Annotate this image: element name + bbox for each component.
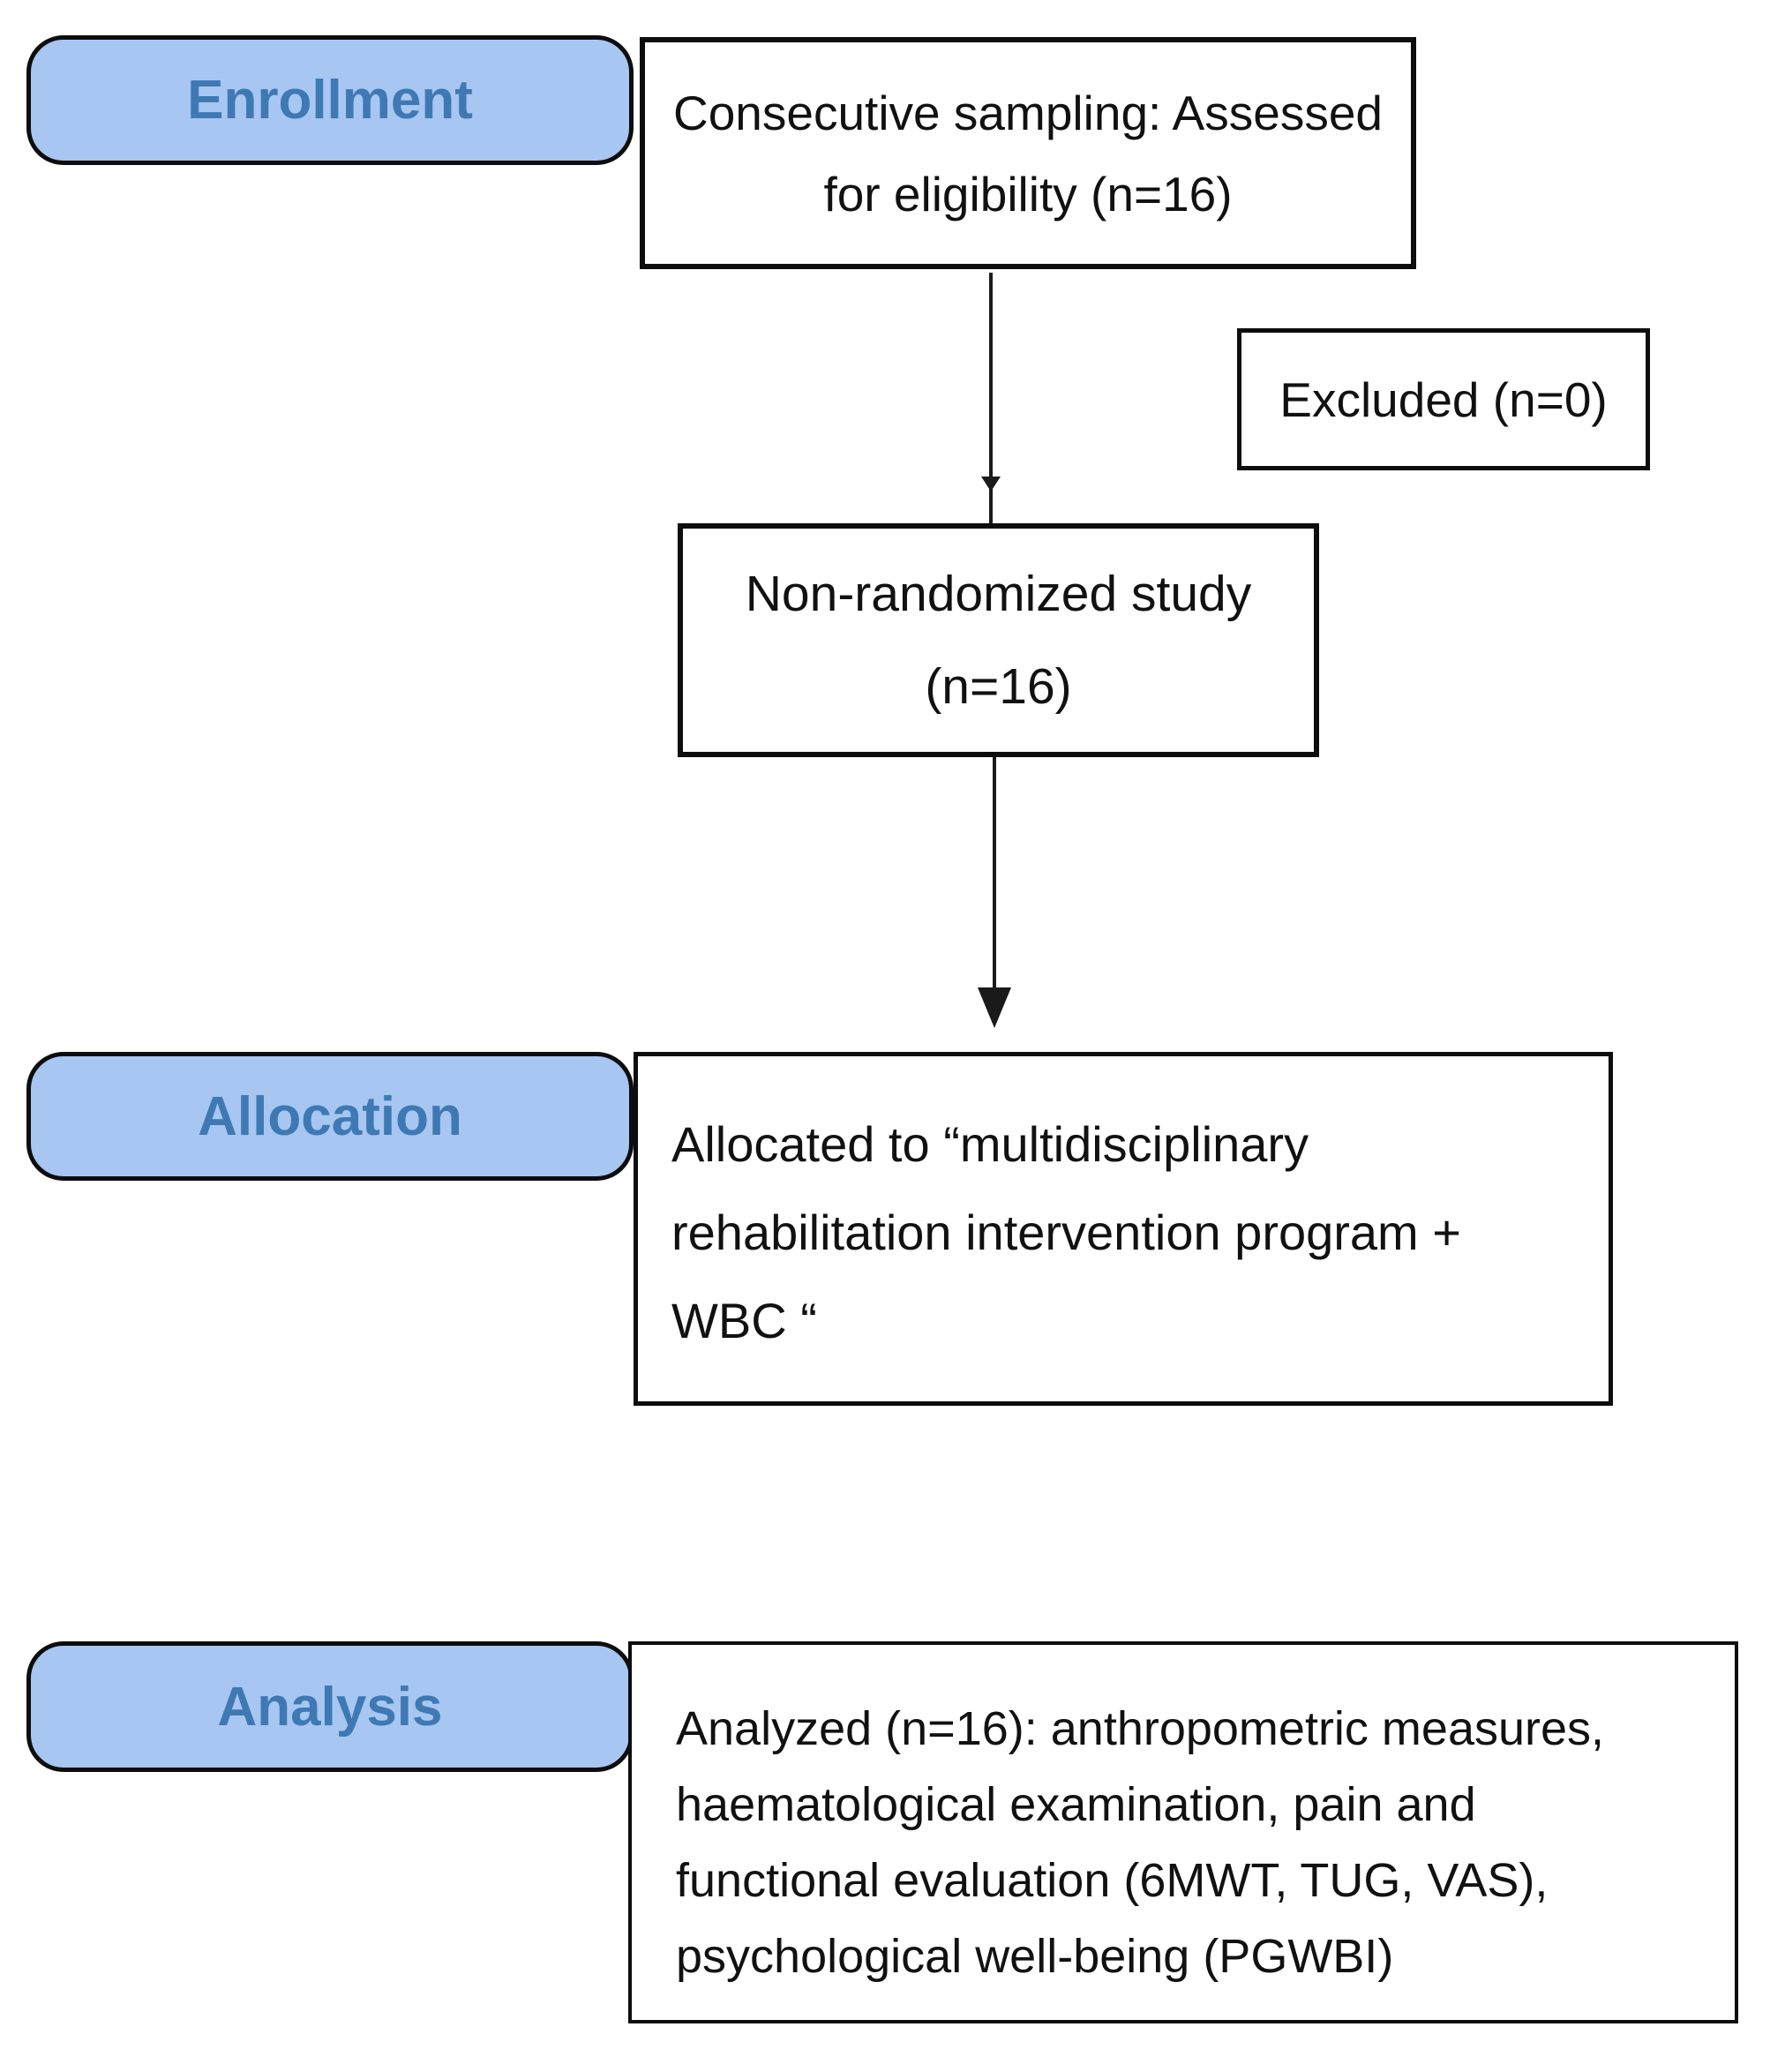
box-analyzed-outcomes: Analyzed (n=16): anthropometric measures… xyxy=(628,1641,1738,2023)
stage-label-enrollment: Enrollment xyxy=(187,70,473,131)
box-excluded: Excluded (n=0) xyxy=(1237,328,1650,470)
allocated-line-2: rehabilitation intervention program + xyxy=(671,1205,1461,1260)
stage-label-analysis: Analysis xyxy=(217,1676,443,1738)
assessed-line-2: for eligibility (n=16) xyxy=(823,166,1233,221)
assessed-line-1: Consecutive sampling: Assessed xyxy=(672,85,1384,140)
analyzed-line-2: haematological examination, pain and xyxy=(676,1778,1476,1831)
analyzed-line-4: psychological well-being (PGWBI) xyxy=(676,1930,1394,1983)
box-assessed-for-eligibility: Consecutive sampling: Assessed for eligi… xyxy=(640,37,1416,269)
analyzed-line-3: functional evaluation (6MWT, TUG, VAS), xyxy=(676,1854,1549,1907)
nonrandomized-line-2: (n=16) xyxy=(925,657,1072,715)
connector-assessed-to-nonrandomized xyxy=(989,273,993,524)
allocated-line-1: Allocated to “multidisciplinary xyxy=(671,1116,1309,1172)
stage-box-enrollment: Enrollment xyxy=(26,35,634,165)
allocated-line-3: WBC “ xyxy=(671,1293,817,1348)
stage-box-analysis: Analysis xyxy=(26,1641,634,1772)
arrowhead-down-icon xyxy=(978,987,1011,1028)
excluded-text: Excluded (n=0) xyxy=(1279,372,1608,427)
stage-label-allocation: Allocation xyxy=(198,1085,462,1147)
box-non-randomized-study: Non-randomized study (n=16) xyxy=(678,523,1319,757)
analyzed-line-1: Analyzed (n=16): anthropometric measures… xyxy=(676,1702,1605,1755)
nonrandomized-line-1: Non-randomized study xyxy=(745,565,1252,622)
stage-box-allocation: Allocation xyxy=(26,1052,634,1181)
box-allocated-intervention: Allocated to “multidisciplinary rehabili… xyxy=(634,1052,1613,1406)
arrowhead-small-icon xyxy=(981,477,1001,492)
connector-nonrandomized-to-allocated xyxy=(993,757,996,988)
